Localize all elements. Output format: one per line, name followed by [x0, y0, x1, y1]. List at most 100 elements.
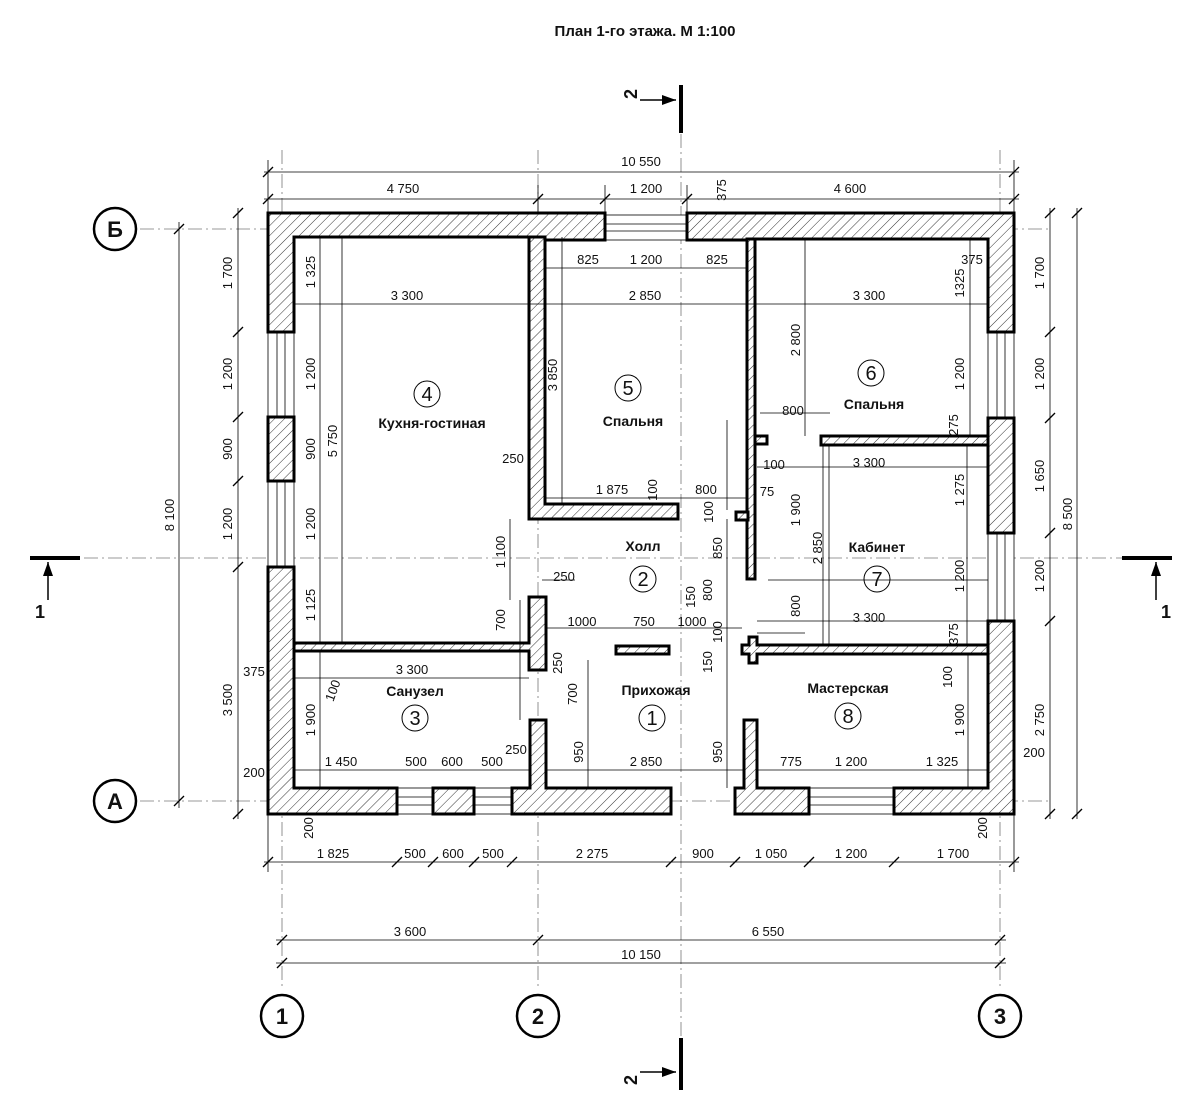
svg-text:1 200: 1 200 [630, 181, 663, 196]
svg-text:8 100: 8 100 [162, 499, 177, 532]
wall-kitchen-bedroom [527, 235, 680, 521]
svg-text:250: 250 [550, 652, 565, 674]
svg-text:1 700: 1 700 [1032, 257, 1047, 290]
svg-text:800: 800 [788, 595, 803, 617]
svg-text:1 200: 1 200 [1032, 358, 1047, 391]
wall-bedroom5-east [745, 237, 757, 581]
svg-text:3 300: 3 300 [853, 610, 886, 625]
svg-text:5 750: 5 750 [325, 425, 340, 458]
svg-text:1 100: 1 100 [493, 536, 508, 569]
svg-text:100: 100 [763, 457, 785, 472]
svg-text:Прихожая: Прихожая [621, 682, 690, 698]
svg-text:1 200: 1 200 [630, 252, 663, 267]
axis-bubble-b: Б [92, 206, 138, 252]
svg-text:1 200: 1 200 [835, 754, 868, 769]
window-right-upper [987, 331, 1015, 419]
window-right-lower [987, 532, 1015, 622]
svg-text:1 200: 1 200 [303, 358, 318, 391]
svg-text:250: 250 [553, 569, 575, 584]
dim-texts-bottom: 1 825 500 600 500 2 275 900 1 050 1 200 … [317, 846, 970, 962]
dimension-lines [173, 160, 1083, 969]
svg-text:Спальня: Спальня [844, 396, 904, 412]
svg-text:1 200: 1 200 [303, 508, 318, 541]
svg-text:1 125: 1 125 [303, 589, 318, 622]
svg-text:775: 775 [780, 754, 802, 769]
svg-text:900: 900 [692, 846, 714, 861]
svg-text:2: 2 [637, 569, 648, 591]
axis-bubble-a: А [92, 778, 138, 824]
interior-walls [292, 235, 990, 672]
svg-text:375: 375 [946, 623, 961, 645]
svg-text:2 850: 2 850 [629, 288, 662, 303]
svg-text:Холл: Холл [625, 538, 660, 554]
wall-bottom-right [733, 718, 811, 816]
window-bottom-wc-2 [473, 787, 513, 815]
svg-text:Кухня-гостиная: Кухня-гостиная [378, 415, 485, 431]
section-mark-2-bottom: 2 [621, 1038, 683, 1090]
room-3: Санузел 3 [386, 683, 444, 732]
svg-text:700: 700 [565, 683, 580, 705]
svg-text:2: 2 [532, 1004, 544, 1029]
svg-text:100: 100 [940, 666, 955, 688]
svg-text:1000: 1000 [568, 614, 597, 629]
svg-text:700: 700 [493, 609, 508, 631]
svg-text:375: 375 [243, 664, 265, 679]
svg-text:10 150: 10 150 [621, 947, 661, 962]
wall-stub-lower [734, 510, 750, 522]
dim-texts-right: 8 500 1 700 1 200 1 650 1 200 2 750 [1032, 257, 1075, 737]
svg-text:500: 500 [404, 846, 426, 861]
svg-text:150: 150 [683, 586, 698, 608]
svg-text:950: 950 [710, 741, 725, 763]
svg-text:1325: 1325 [952, 269, 967, 298]
svg-text:1: 1 [1161, 602, 1171, 622]
section-mark-2-top: 2 [621, 85, 683, 133]
wall-top-left [266, 211, 607, 334]
window-bottom-wc-1 [396, 787, 434, 815]
svg-text:1 325: 1 325 [303, 256, 318, 289]
wall-office-workshop [740, 635, 990, 665]
svg-text:5: 5 [622, 378, 633, 400]
svg-text:200: 200 [301, 817, 316, 839]
svg-text:2 800: 2 800 [788, 324, 803, 357]
svg-text:7: 7 [871, 569, 882, 591]
window-left-lower [267, 480, 295, 568]
svg-text:1 900: 1 900 [788, 494, 803, 527]
svg-text:1 200: 1 200 [1032, 560, 1047, 593]
room-2: Холл 2 [625, 538, 661, 593]
wall-kitchen-wc [292, 595, 548, 672]
svg-text:1 050: 1 050 [755, 846, 788, 861]
svg-text:500: 500 [405, 754, 427, 769]
window-bottom-workshop [808, 787, 895, 815]
svg-text:А: А [107, 789, 123, 814]
room-4: 4 Кухня-гостиная [378, 380, 486, 431]
room-6: 6 Спальня [844, 359, 904, 412]
svg-text:600: 600 [441, 754, 463, 769]
svg-text:Спальня: Спальня [603, 413, 663, 429]
svg-text:1 875: 1 875 [596, 482, 629, 497]
svg-text:500: 500 [481, 754, 503, 769]
wall-top-right [685, 211, 1016, 334]
svg-text:250: 250 [502, 451, 524, 466]
svg-text:4 600: 4 600 [834, 181, 867, 196]
svg-text:1 900: 1 900 [952, 704, 967, 737]
wall-stub-bedroom5 [753, 434, 769, 446]
svg-text:1 200: 1 200 [220, 508, 235, 541]
svg-text:75: 75 [760, 484, 774, 499]
svg-text:825: 825 [577, 252, 599, 267]
svg-text:3 500: 3 500 [220, 684, 235, 717]
svg-text:8 500: 8 500 [1060, 498, 1075, 531]
svg-text:3 300: 3 300 [396, 662, 429, 677]
room-7: Кабинет 7 [849, 539, 905, 593]
svg-text:3: 3 [994, 1004, 1006, 1029]
window-top-hall [604, 214, 688, 241]
svg-text:850: 850 [710, 537, 725, 559]
svg-text:3 300: 3 300 [853, 455, 886, 470]
svg-text:750: 750 [633, 614, 655, 629]
wall-bottom-pier [431, 786, 476, 816]
svg-text:1: 1 [646, 708, 657, 730]
svg-text:150: 150 [700, 651, 715, 673]
svg-text:3 300: 3 300 [853, 288, 886, 303]
svg-text:275: 275 [946, 414, 961, 436]
svg-text:1: 1 [35, 602, 45, 622]
wall-bedroom6-office [819, 434, 990, 447]
